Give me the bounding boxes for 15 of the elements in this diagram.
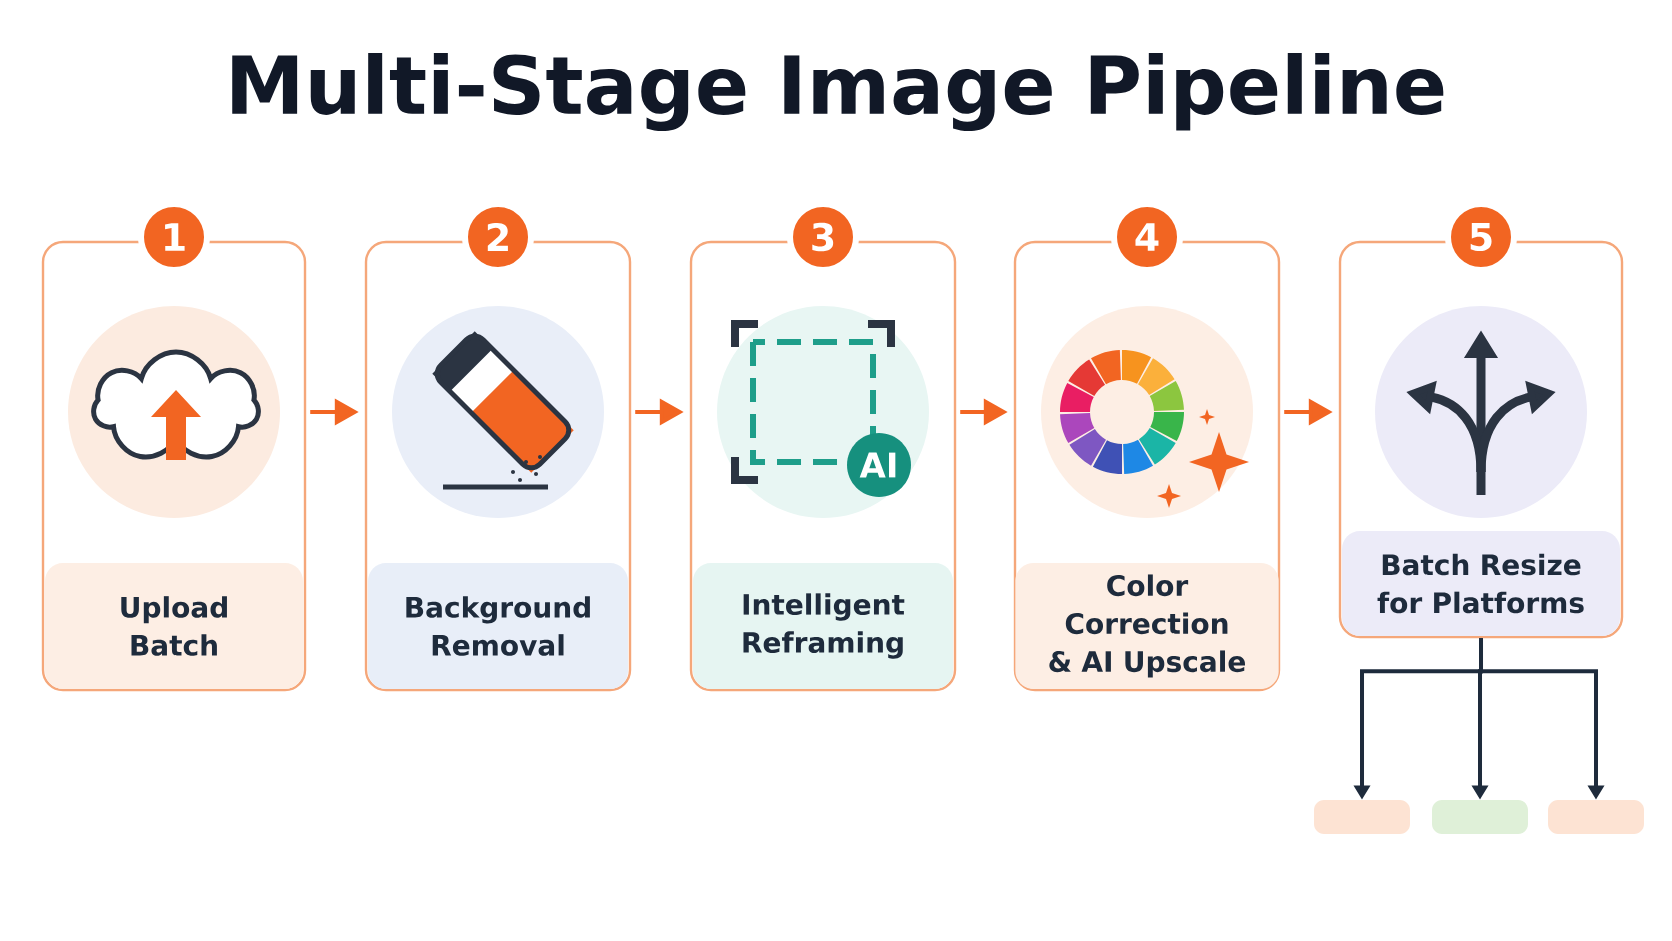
step-badge: 4 (1111, 201, 1183, 273)
label-panel: Background Removal (368, 563, 628, 689)
step-badge: 1 (138, 201, 210, 273)
step-badge: 3 (787, 201, 859, 273)
platform-tag (1432, 800, 1528, 834)
label-panel: Intelligent Reframing (693, 563, 953, 689)
step-badge: 2 (462, 201, 534, 273)
label-panel: Batch Resize for Platforms (1342, 531, 1620, 636)
label-panel: Color Correction & AI Upscale (1015, 563, 1279, 689)
ai-badge: AI (847, 433, 911, 497)
platform-tag (1548, 800, 1644, 834)
platform-tag (1314, 800, 1410, 834)
step-badge: 5 (1445, 201, 1517, 273)
label-panel: Upload Batch (45, 563, 303, 689)
title: Multi-Stage Image Pipeline (232, 53, 1444, 131)
